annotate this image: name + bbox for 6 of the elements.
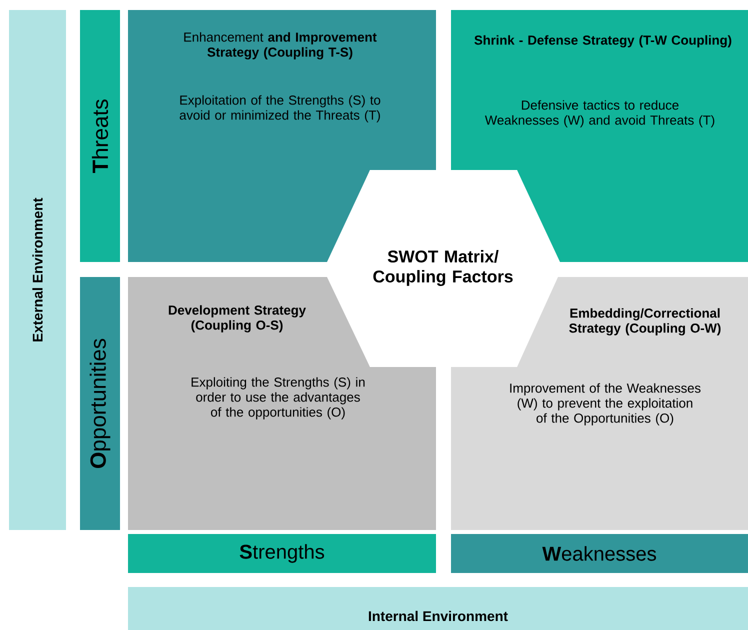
environment-bar: External Environment <box>9 10 66 530</box>
environment-bar: Internal Environment <box>128 587 748 630</box>
factor-bar: Threats <box>80 10 120 262</box>
factor-bar: Strengths <box>128 534 436 573</box>
factor-bar: Weaknesses <box>451 534 748 573</box>
factor-bar: Opportunities <box>80 277 120 530</box>
